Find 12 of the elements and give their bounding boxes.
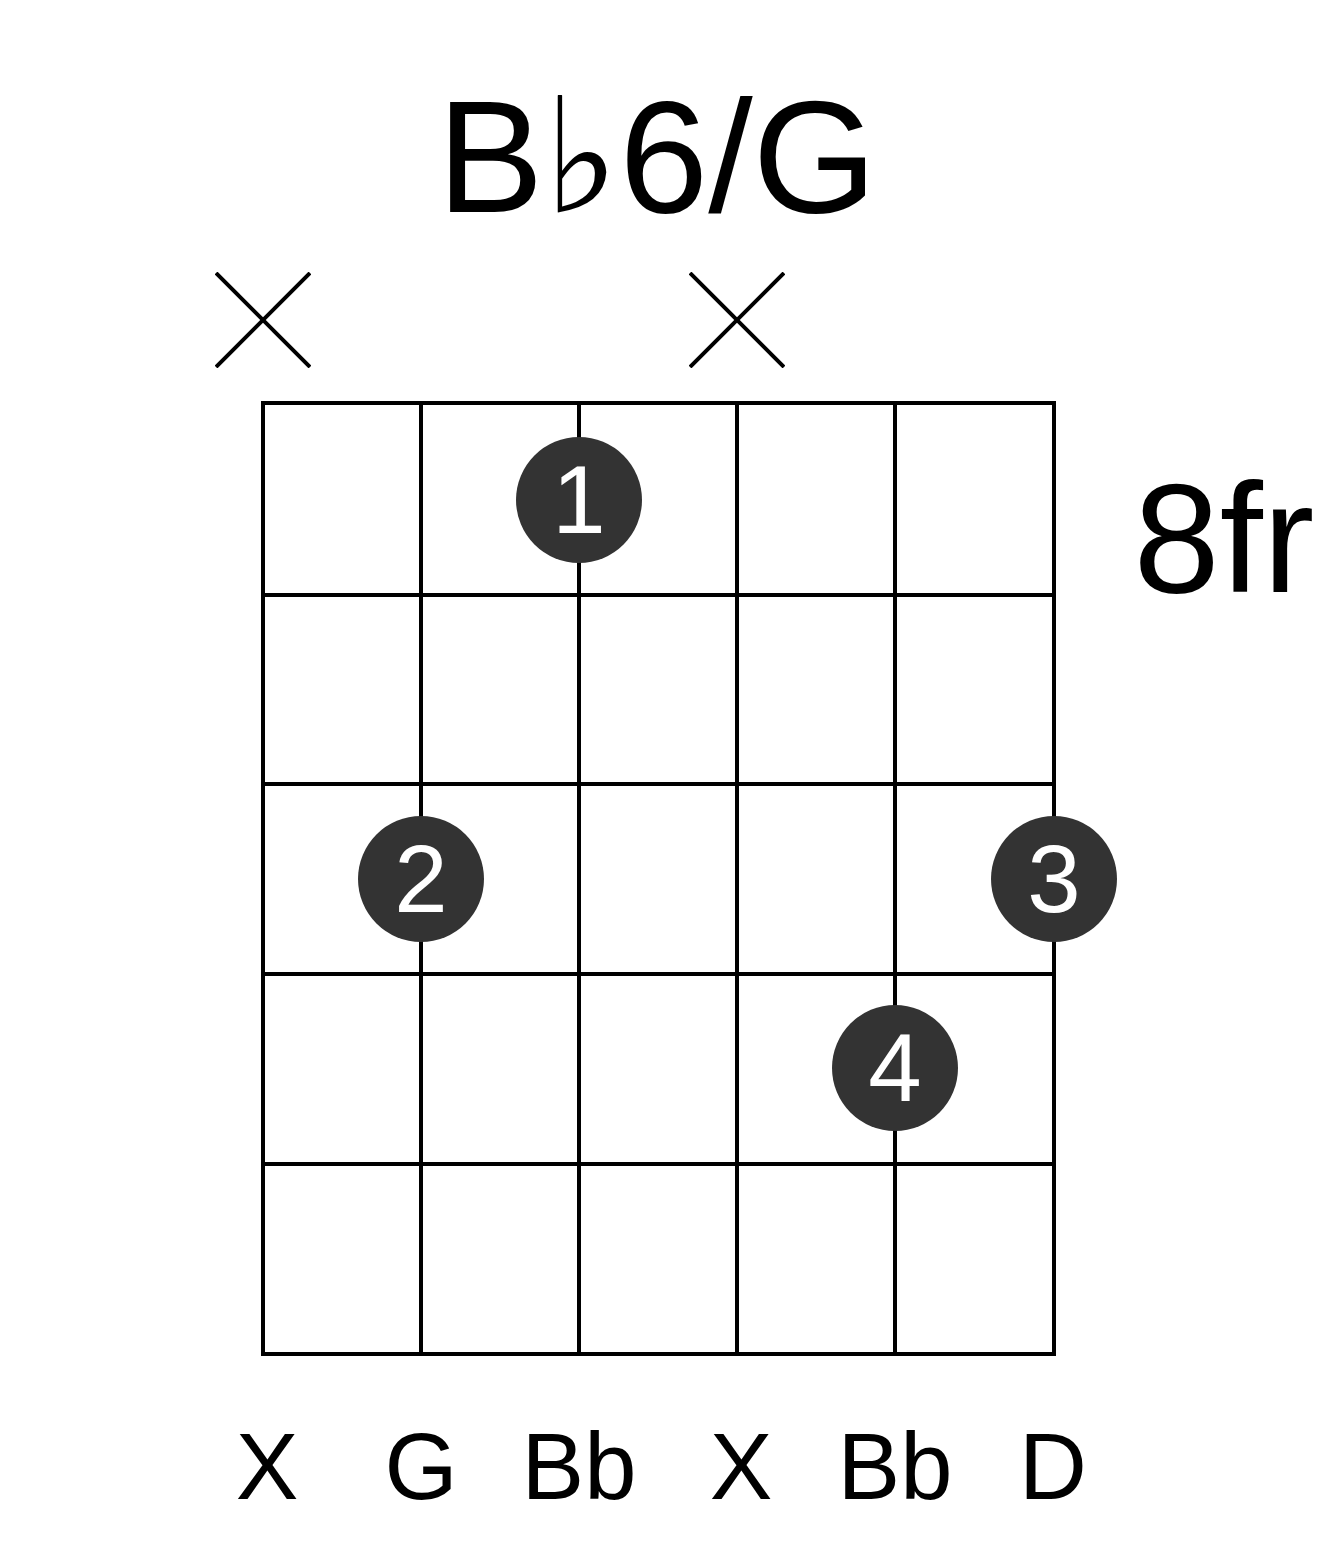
string-label: X xyxy=(235,1420,299,1515)
string-label: G xyxy=(384,1420,458,1515)
fret-number-label: 8fr xyxy=(1133,460,1315,616)
finger-dot: 3 xyxy=(991,816,1117,942)
string-label: X xyxy=(709,1420,773,1515)
string-label: Bb xyxy=(837,1420,953,1515)
finger-dot: 4 xyxy=(832,1005,958,1131)
string-label: Bb xyxy=(521,1420,637,1515)
finger-dot: 1 xyxy=(516,437,642,563)
finger-dot: 2 xyxy=(358,816,484,942)
chord-title: B♭6/G xyxy=(436,76,878,237)
string-label: D xyxy=(1019,1420,1087,1515)
